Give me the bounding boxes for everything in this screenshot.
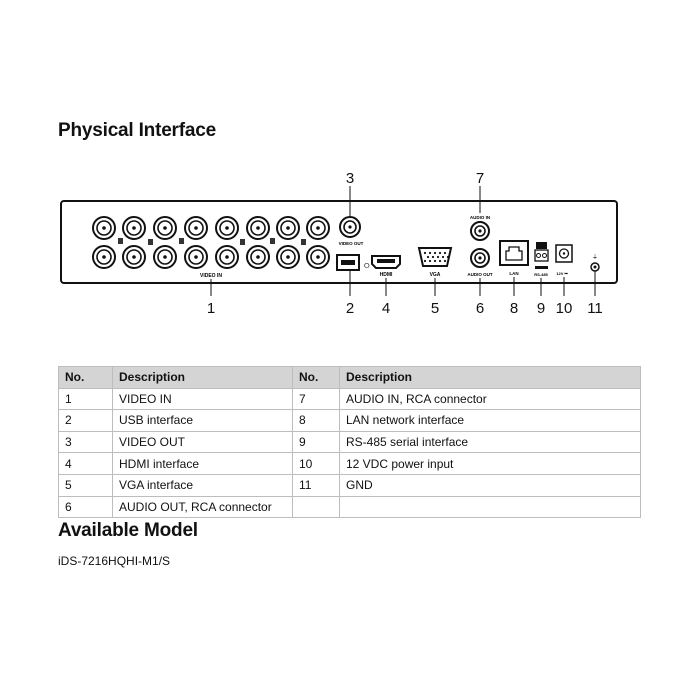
- cell-no: 8: [292, 409, 340, 432]
- rear-panel-diagram: VIDEO IN VIDEO OUT ⭘ HDMI VGA AUDIO IN A…: [60, 170, 618, 317]
- video-in-bnc: [306, 245, 330, 269]
- video-in-panel-label: VIDEO IN: [200, 273, 222, 279]
- physical-interface-heading: Physical Interface: [58, 120, 216, 141]
- lan-panel-label: LAN: [509, 271, 518, 276]
- channel-marker: [240, 239, 245, 245]
- cell-no: 11: [292, 473, 340, 497]
- usb-port: ⭘: [336, 254, 370, 271]
- cell-no: 2: [58, 409, 113, 432]
- channel-marker: [301, 239, 306, 245]
- video-in-bnc: [246, 216, 270, 240]
- vga-panel-label: VGA: [430, 272, 441, 278]
- cell-description: AUDIO IN, RCA connector: [339, 387, 641, 411]
- cell-no: 6: [58, 495, 113, 519]
- header-no: No.: [58, 366, 113, 389]
- channel-marker: [179, 238, 184, 244]
- video-in-bnc: [306, 216, 330, 240]
- channel-marker: [118, 238, 123, 244]
- video-out-bnc: [339, 216, 361, 238]
- callout-3: 3: [346, 170, 354, 187]
- callout-8: 8: [510, 300, 518, 317]
- cell-description: LAN network interface: [339, 409, 641, 432]
- model-number: iDS-7216HQHI-M1/S: [58, 554, 171, 568]
- header-no: No.: [292, 366, 340, 389]
- rs485-terminal: [534, 242, 549, 269]
- cell-description: [339, 495, 641, 519]
- video-in-bnc: [153, 216, 177, 240]
- power-panel-label: 12V ⎓: [556, 271, 568, 276]
- cell-no: 9: [292, 430, 340, 454]
- video-in-bnc: [184, 216, 208, 240]
- video-in-bnc: [276, 216, 300, 240]
- available-model-heading: Available Model: [58, 520, 198, 541]
- video-in-bnc: [122, 245, 146, 269]
- header-description: Description: [112, 366, 293, 389]
- hdmi-port: [371, 255, 401, 269]
- callout-6: 6: [476, 300, 484, 317]
- hdmi-panel-label: HDMI: [380, 272, 393, 278]
- callout-10: 10: [556, 300, 573, 317]
- audio-out-rca: [470, 248, 490, 268]
- cell-no: 7: [292, 387, 340, 411]
- channel-marker: [148, 239, 153, 245]
- video-in-bnc: [92, 245, 116, 269]
- callout-leaders: [210, 186, 596, 296]
- video-in-bnc: [184, 245, 208, 269]
- cell-description: HDMI interface: [112, 452, 293, 475]
- ground-icon: ⏚: [592, 254, 598, 261]
- power-jack: [555, 244, 573, 263]
- video-in-bnc: [215, 245, 239, 269]
- cell-description: VIDEO OUT: [112, 430, 293, 454]
- callout-7: 7: [476, 170, 484, 187]
- cell-description: VGA interface: [112, 473, 293, 497]
- callout-5: 5: [431, 300, 439, 317]
- video-in-bnc: [153, 245, 177, 269]
- callout-11: 11: [587, 300, 603, 317]
- usb-icon: ⭘: [364, 263, 370, 270]
- vga-port: [417, 247, 453, 267]
- rs485-panel-label: RS-485: [534, 272, 548, 277]
- cell-no: 10: [292, 452, 340, 475]
- callout-2: 2: [346, 300, 354, 317]
- video-in-bnc: [215, 216, 239, 240]
- header-description: Description: [339, 366, 641, 389]
- cell-description: USB interface: [112, 409, 293, 432]
- callout-1: 1: [207, 300, 215, 317]
- video-in-bnc: [92, 216, 116, 240]
- audio-out-panel-label: AUDIO OUT: [467, 272, 493, 277]
- callout-9: 9: [537, 300, 545, 317]
- table-header-row: No. Description No. Description: [58, 366, 641, 389]
- cell-description: AUDIO OUT, RCA connector: [112, 495, 293, 519]
- cell-description: RS-485 serial interface: [339, 430, 641, 454]
- cell-no: 5: [58, 473, 113, 497]
- cell-no: 3: [58, 430, 113, 454]
- cell-no: 1: [58, 387, 113, 411]
- cell-description: GND: [339, 473, 641, 497]
- cell-no: 4: [58, 452, 113, 475]
- audio-in-rca: [470, 221, 490, 241]
- cell-description: 12 VDC power input: [339, 452, 641, 475]
- lan-port: [499, 240, 529, 266]
- cell-description: VIDEO IN: [112, 387, 293, 411]
- video-in-bnc: [276, 245, 300, 269]
- channel-marker: [270, 238, 275, 244]
- video-in-bnc-group: [92, 216, 330, 269]
- callout-4: 4: [382, 300, 390, 317]
- video-in-bnc: [246, 245, 270, 269]
- audio-in-panel-label: AUDIO IN: [470, 215, 490, 220]
- video-in-bnc: [122, 216, 146, 240]
- video-out-panel-label: VIDEO OUT: [339, 241, 364, 246]
- cell-no: [292, 495, 340, 519]
